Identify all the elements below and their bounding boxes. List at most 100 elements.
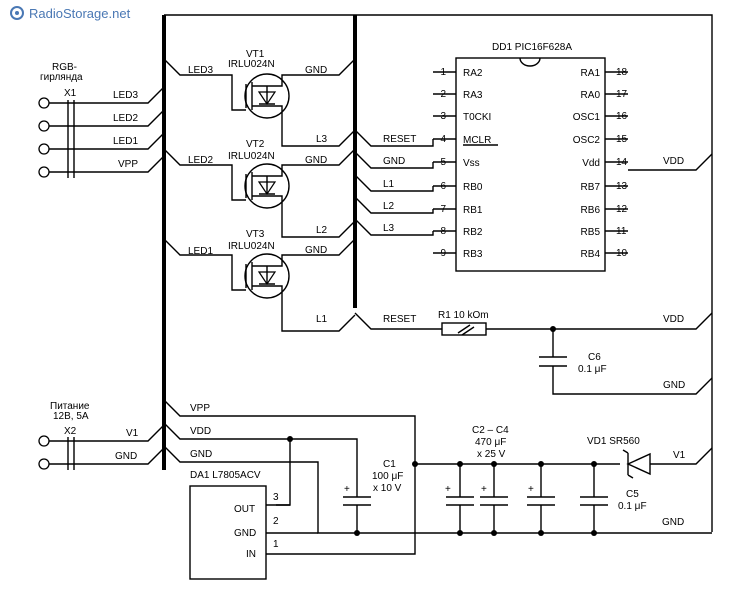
vt1-source-net: GND (305, 65, 327, 76)
da1-pin1-num: 1 (273, 539, 279, 550)
vt2-part: IRLU024N (228, 151, 275, 162)
mcu-pin-num-16: 16 (616, 111, 628, 122)
mcu-net-l1: L1 (383, 179, 395, 190)
mcu-pin-num-15: 15 (616, 134, 628, 145)
diode-vd1: VD1 SR560 (587, 436, 651, 479)
mcu-pin-name-ra3: RA3 (463, 90, 483, 101)
da1-pin-out: OUT (234, 504, 255, 515)
c1-value: 100 μF (372, 471, 403, 482)
r1-right-net: VDD (663, 314, 684, 325)
mcu-pin-num-17: 17 (616, 89, 628, 100)
mcu-net-l2: L2 (383, 201, 395, 212)
c2c4-value: 470 μF (475, 437, 506, 448)
da1-pin-in: IN (246, 549, 256, 560)
svg-text:+: + (481, 484, 487, 495)
c5-ref: C5 (626, 489, 639, 500)
c6-ref: C6 (588, 352, 601, 363)
bus-net-vdd: VDD (190, 426, 211, 437)
x2-title-line2: 12В, 5А (53, 411, 89, 422)
x1-net-vpp: VPP (118, 159, 138, 170)
mcu-pin-num-9: 9 (440, 248, 446, 259)
connector-x1: RGB- гирлянда X1 LED3 LED2 LED1 VPP (38, 62, 165, 178)
r1-left-net: RESET (383, 314, 416, 325)
c5-value: 0.1 μF (618, 501, 647, 512)
vt1-ref: VT1 (246, 49, 265, 60)
x1-ref: X1 (64, 88, 77, 99)
capacitor-c1: + C1 100 μF x 10 V (343, 459, 403, 536)
capacitor-c6: C6 0.1 μF GND (539, 329, 713, 395)
bus-net-vpp: VPP (190, 403, 210, 414)
mcu-pin-name-rb4: RB4 (581, 249, 601, 260)
vd1-ref: VD1 SR560 (587, 436, 640, 447)
mcu-net-reset: RESET (383, 134, 416, 145)
c6-value: 0.1 μF (578, 364, 607, 375)
svg-text:+: + (445, 484, 451, 495)
capacitors-c2-c4: C2 – C4 470 μF x 25 V + + + (445, 425, 555, 536)
mcu-pin-num-5: 5 (440, 157, 446, 168)
mcu-pin-num-8: 8 (440, 226, 446, 237)
x1-net-led2: LED2 (113, 113, 138, 124)
mcu-pin-name-rb7: RB7 (581, 182, 601, 193)
vt3-gate-net: LED1 (188, 246, 213, 257)
mcu-net-gnd: GND (383, 156, 405, 167)
resistor-r1: RESET R1 10 kOm VDD (354, 310, 713, 336)
vt1-part: IRLU024N (228, 59, 275, 70)
mcu-pin-num-1: 1 (440, 67, 446, 78)
regulator-da1: DA1 L7805ACV OUT GND IN 3 2 1 (189, 470, 318, 580)
mcu-pin-name-ra2: RA2 (463, 68, 483, 79)
r1-label: R1 10 kOm (438, 310, 489, 321)
mcu-pin-num-2: 2 (440, 89, 446, 100)
vt3-part: IRLU024N (228, 241, 275, 252)
c5-net: GND (662, 517, 684, 528)
x1-title-line1: RGB- (52, 62, 77, 73)
capacitor-c5: C5 0.1 μF GND (580, 461, 684, 536)
vt2-ref: VT2 (246, 139, 265, 150)
bus-net-gnd: GND (190, 449, 212, 460)
x1-net-led1: LED1 (113, 136, 138, 147)
x1-title-line2: гирлянда (40, 72, 83, 83)
mcu-pin-name-mclr: MCLR (463, 135, 491, 146)
transistor-vt3: VT3 IRLU024N LED1 GND L1 (163, 229, 356, 332)
svg-text:+: + (528, 484, 534, 495)
vt2-source-net: GND (305, 155, 327, 166)
vt2-drain-net: L2 (316, 225, 328, 236)
radiostorage-logo: RadioStorage.net (10, 6, 131, 21)
mcu-net-l3: L3 (383, 223, 395, 234)
x2-ref: X2 (64, 426, 77, 437)
mcu-pin-name-t0cki: T0CKI (463, 112, 491, 123)
x1-pins (38, 86, 165, 178)
c1-plus: + (344, 484, 350, 495)
x2-net-gnd: GND (115, 451, 137, 462)
c2c4-voltage: x 25 V (477, 449, 506, 460)
mcu-pin-name-rb2: RB2 (463, 227, 483, 238)
mcu-pin-num-13: 13 (616, 181, 628, 192)
mcu-pin-num-7: 7 (440, 204, 446, 215)
mcu-pin-name-ra0: RA0 (581, 90, 601, 101)
mcu-pin-num-3: 3 (440, 111, 446, 122)
mcu-pin-name-osc2: OSC2 (573, 135, 601, 146)
mcu-pin-num-11: 11 (616, 226, 627, 237)
mcu-pin-num-18: 18 (616, 67, 628, 78)
da1-pin-gnd: GND (234, 528, 256, 539)
mcu-pin-num-4: 4 (440, 134, 446, 145)
logo-text: RadioStorage.net (29, 6, 131, 21)
top-right-frame-wire (164, 14, 713, 532)
vt2-gate-net: LED2 (188, 155, 213, 166)
x2-net-v1: V1 (126, 428, 139, 439)
mcu-pin-name-rb0: RB0 (463, 182, 483, 193)
mcu-pin-num-6: 6 (440, 181, 446, 192)
transistor-vt2: VT2 IRLU024N LED2 GND L2 (163, 139, 356, 238)
vt3-source-net: GND (305, 245, 327, 256)
c6-net: GND (663, 380, 685, 391)
c2c4-ref: C2 – C4 (472, 425, 509, 436)
mcu-pin-name-vdd: Vdd (582, 158, 600, 169)
mcu-pin-num-10: 10 (616, 248, 628, 259)
mcu-ref: DD1 PIC16F628A (492, 42, 572, 53)
x1-body (67, 100, 75, 178)
x2-body (67, 437, 75, 470)
mcu-pin-name-vss: Vss (463, 158, 480, 169)
da1-ref: DA1 L7805ACV (190, 470, 261, 481)
da1-pin3-num: 3 (273, 492, 279, 503)
mcu-pin-name-rb6: RB6 (581, 205, 601, 216)
